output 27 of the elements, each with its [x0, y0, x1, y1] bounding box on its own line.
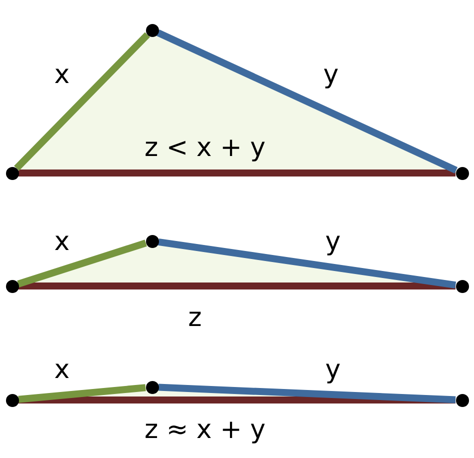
triangle-side [158, 238, 456, 289]
side-label: z ≈ x + y [144, 415, 266, 445]
triangle-side [18, 170, 456, 176]
vertex-dot [456, 280, 468, 292]
vertex-dot [146, 380, 158, 394]
triangle-side [158, 384, 456, 404]
side-label: x [54, 60, 70, 90]
vertex-dot [6, 166, 18, 180]
side-label: x [54, 227, 70, 257]
triangle-side [18, 384, 146, 403]
vertex-dot [456, 394, 468, 406]
vertex-dot [6, 280, 18, 292]
side-label: y [323, 60, 339, 90]
vertex-dot [146, 24, 158, 36]
side-label: x [54, 355, 70, 385]
triangle-side [156, 30, 458, 174]
vertex-dot [146, 234, 158, 248]
vertex-dot [456, 166, 468, 180]
vertex-dot [6, 394, 18, 406]
side-label: y [325, 227, 341, 257]
side-label: y [325, 355, 341, 385]
triangle-side [18, 282, 456, 290]
triangle-side [14, 32, 150, 171]
side-label: z < x + y [144, 133, 266, 163]
side-label: z [188, 303, 202, 333]
triangle-side [18, 396, 456, 404]
triangle-side [17, 240, 147, 288]
